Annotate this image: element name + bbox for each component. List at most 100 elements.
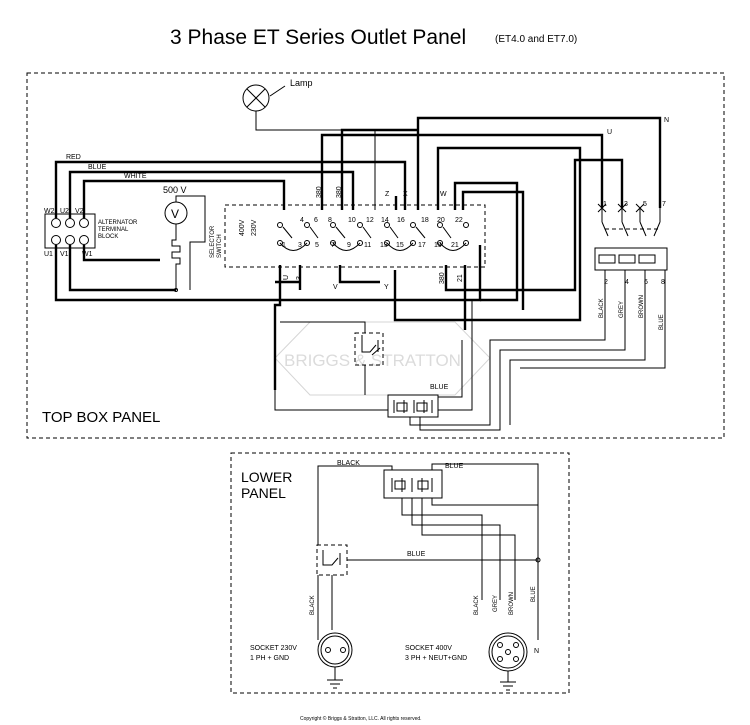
wire-label-blue: BLUE xyxy=(88,164,107,171)
breaker-num-7: 7 xyxy=(662,201,666,208)
phase-label-u: U xyxy=(607,129,612,136)
switch-label-u: U xyxy=(283,275,290,280)
switch-num-22: 22 xyxy=(455,217,463,224)
terminal-u2: U2 xyxy=(60,208,69,215)
switch-label-380-c: 380 xyxy=(439,272,446,284)
switch-num-3: 3 xyxy=(298,242,302,249)
selector-contacts xyxy=(277,222,469,251)
switch-num-14: 14 xyxy=(381,217,389,224)
switch-num-12: 12 xyxy=(366,217,374,224)
socket-400-label-1: SOCKET 400V xyxy=(405,645,452,652)
switch-num-1: 1 xyxy=(282,242,286,249)
switch-num-11: 11 xyxy=(364,242,371,249)
breaker-num-3: 3 xyxy=(624,201,628,208)
connector-block-top xyxy=(387,394,439,418)
terminal-v1: V1 xyxy=(60,251,69,258)
top-box-panel-label: TOP BOX PANEL xyxy=(42,409,160,426)
switch-label-z: Z xyxy=(385,191,390,198)
lamp-symbol xyxy=(242,84,286,112)
breaker-wire-grey: GREY xyxy=(619,301,625,318)
page-subtitle: (ET4.0 and ET7.0) xyxy=(495,34,577,45)
lower-panel-border xyxy=(230,452,570,694)
socket-230-label-2: 1 PH + GND xyxy=(250,655,289,662)
switch-num-6: 6 xyxy=(314,217,318,224)
watermark: BRIGGS & STRATTON xyxy=(274,321,491,396)
lower-label-blue-top: BLUE xyxy=(445,463,464,470)
lower-panel-label-2: PANEL xyxy=(241,485,286,501)
voltmeter-v: V xyxy=(171,207,179,221)
socket-400-label-2: 3 PH + NEUT+GND xyxy=(405,655,467,662)
rcd-module-top xyxy=(354,332,384,366)
switch-num-15: 15 xyxy=(396,242,404,249)
switch-num-17: 17 xyxy=(418,242,426,249)
switch-label-x: X xyxy=(403,191,408,198)
rcd-module-lower xyxy=(316,544,348,576)
connector-block-lower xyxy=(383,469,443,499)
alternator-label-2: TERMINAL xyxy=(98,227,129,233)
phase-label-n: N xyxy=(664,117,669,124)
selector-label-2: SWITCH xyxy=(217,234,223,258)
switch-num-21: 21 xyxy=(451,242,459,249)
top-box-panel-border xyxy=(26,72,725,439)
selector-switch-box xyxy=(224,204,486,268)
breaker-wire-blue: BLUE xyxy=(659,314,665,330)
switch-num-18: 18 xyxy=(421,217,429,224)
socket400-wire-grey: GREY xyxy=(493,595,499,612)
socket-400-n-label: N xyxy=(534,648,539,655)
terminal-w2: W2 xyxy=(44,208,55,215)
socket-230v xyxy=(317,632,353,689)
wire-label-white: WHITE xyxy=(124,173,147,180)
lamp-label: Lamp xyxy=(290,78,313,88)
switch-num-16: 16 xyxy=(397,217,405,224)
circuit-breaker-block xyxy=(594,203,668,271)
socket400-wire-black: BLACK xyxy=(474,595,480,615)
terminal-u1: U1 xyxy=(44,251,53,258)
switch-num-8: 8 xyxy=(328,217,332,224)
switch-label-21: 21 xyxy=(457,274,464,282)
switch-label-380-a: 380 xyxy=(316,186,323,198)
alternator-label-1: ALTERNATOR xyxy=(98,220,138,226)
copyright: Copyright © Briggs & Stratton, LLC. All … xyxy=(300,715,422,722)
switch-label-y: Y xyxy=(384,284,389,291)
alternator-label-3: BLOCK xyxy=(98,234,118,240)
socket400-wire-blue: BLUE xyxy=(531,586,537,602)
page-title: 3 Phase ET Series Outlet Panel xyxy=(170,26,466,49)
terminal-w1: W1 xyxy=(82,251,93,258)
socket-400v xyxy=(488,632,528,691)
selector-label-1: SELECTOR xyxy=(210,225,216,258)
switch-label-v: V xyxy=(333,284,338,291)
breaker-num-8: 8 xyxy=(661,279,665,286)
socket400-wire-brown: BROWN xyxy=(509,592,515,615)
switch-num-4: 4 xyxy=(300,217,304,224)
svg-text:BRIGGS & STRATTON: BRIGGS & STRATTON xyxy=(284,351,461,370)
breaker-wire-black: BLACK xyxy=(599,298,605,318)
switch-num-10: 10 xyxy=(348,217,356,224)
switch-num-5: 5 xyxy=(315,242,319,249)
switch-num-19: 19 xyxy=(434,242,442,249)
switch-num-9: 9 xyxy=(347,242,351,249)
lower-label-black-top: BLACK xyxy=(337,460,360,467)
switch-num-13: 13 xyxy=(380,242,388,249)
alternator-terminal-block xyxy=(44,213,96,249)
switch-num-7: 7 xyxy=(331,242,335,249)
breaker-wire-brown: BROWN xyxy=(639,295,645,318)
switch-label-380-b: 380 xyxy=(336,186,343,198)
terminal-v2: V2 xyxy=(75,208,84,215)
breaker-num-6: 6 xyxy=(644,279,648,286)
switch-num-20: 20 xyxy=(437,217,445,224)
selector-volts-230: 230V xyxy=(251,219,258,236)
voltmeter-label: 500 V xyxy=(163,185,187,195)
breaker-num-4: 4 xyxy=(625,279,629,286)
top-blue-label: BLUE xyxy=(430,384,449,391)
socket-230-label-1: SOCKET 230V xyxy=(250,645,297,652)
switch-label-w: W xyxy=(440,191,447,198)
breaker-num-1: 1 xyxy=(603,201,607,208)
breaker-num-5: 5 xyxy=(643,201,647,208)
lower-panel-label-1: LOWER xyxy=(241,469,292,485)
wire-label-red: RED xyxy=(66,154,81,161)
breaker-num-2: 2 xyxy=(604,279,608,286)
lower-label-blue-mid: BLUE xyxy=(407,551,426,558)
selector-volts-400: 400V xyxy=(239,219,246,236)
lower-label-black-left: BLACK xyxy=(310,595,316,615)
